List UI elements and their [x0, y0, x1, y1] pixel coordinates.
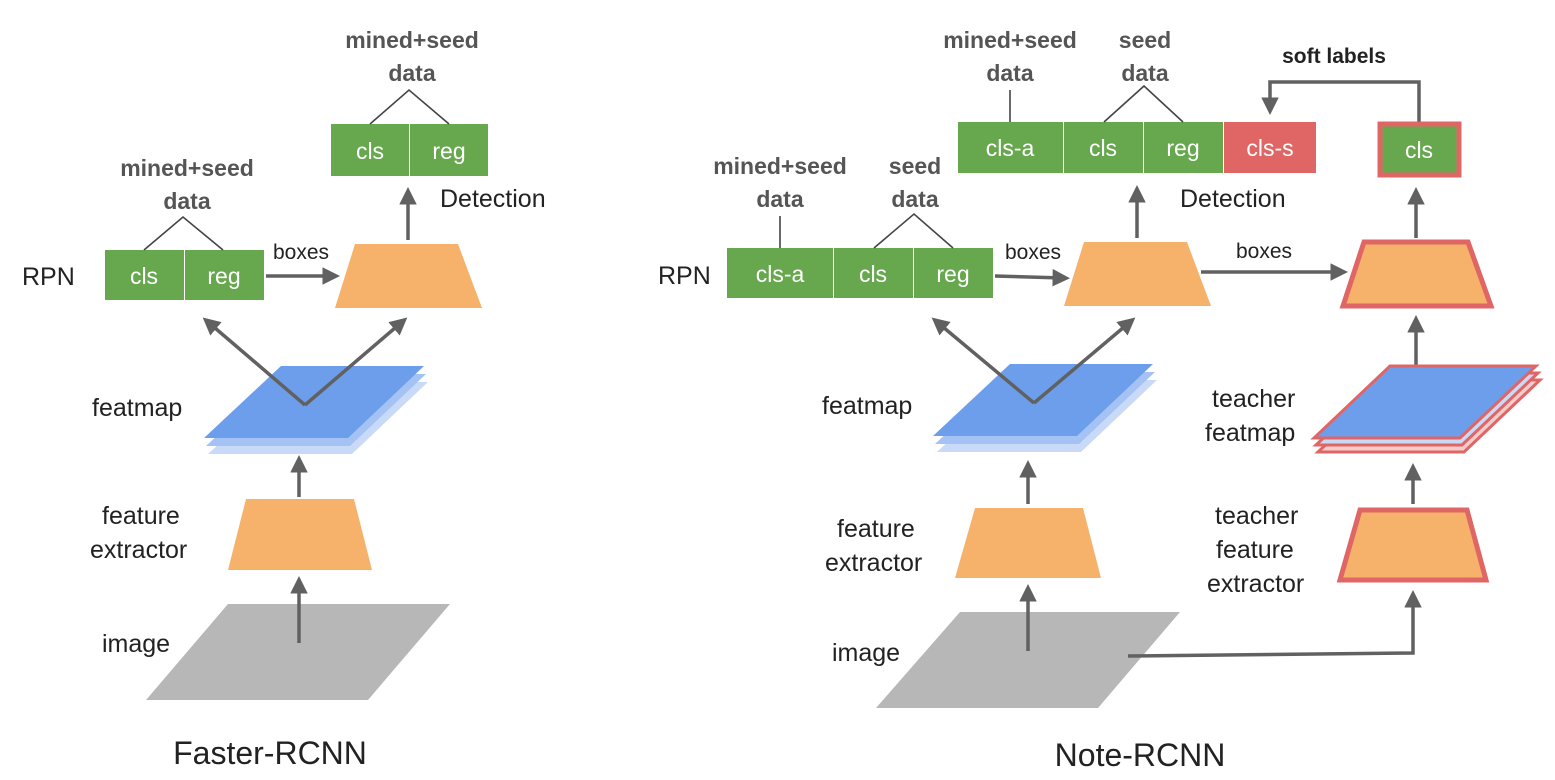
- faster-feature-label-1: feature: [102, 502, 180, 530]
- note-teacher-feature-extractor: [1336, 507, 1490, 583]
- faster-rpn-label: RPN: [22, 263, 75, 291]
- faster-rpn-data-label-2: data: [163, 188, 211, 214]
- note-det-data-a-label-1: mined+seed: [943, 27, 1077, 53]
- note-feature-label-1: feature: [837, 515, 915, 543]
- note-feature-extractor: [955, 508, 1101, 578]
- faster-rpn-reg-cell: [185, 250, 264, 300]
- faster-feature-extractor: [228, 499, 372, 570]
- faster-featmap-label: featmap: [92, 394, 182, 422]
- faster-image-label: image: [102, 630, 170, 658]
- note-detection-label: Detection: [1180, 185, 1286, 213]
- note-teacher-feature-label-2: feature: [1216, 536, 1294, 564]
- faster-det-reg-text: reg: [432, 138, 465, 164]
- faster-det-data-bracket: [369, 88, 450, 125]
- note-boxes-label-2: boxes: [1236, 240, 1292, 263]
- faster-det-cls-text: cls: [356, 138, 384, 164]
- note-det-clss-cell: [1224, 122, 1316, 173]
- faster-caption: Faster-RCNN: [173, 735, 367, 771]
- faster-feature-label-2: extractor: [90, 536, 187, 564]
- note-det-reg-text: reg: [1166, 135, 1199, 161]
- note-teacher-featmap-label-1: teacher: [1212, 385, 1295, 413]
- note-arrow-soft-labels: [1261, 80, 1421, 122]
- note-det-data-b-label-2: data: [1121, 60, 1169, 86]
- faster-det-data-label-1: mined+seed: [345, 27, 479, 53]
- note-det-clsa-text: cls-a: [986, 135, 1035, 161]
- note-featmap-stack: [933, 364, 1157, 452]
- faster-rpn-cls-cell: [105, 250, 184, 300]
- note-det-reg-cell: [1144, 122, 1223, 173]
- note-rpn-reg-cell: [914, 248, 993, 298]
- note-det-cls-text: cls: [1089, 135, 1117, 161]
- note-image-label: image: [832, 639, 900, 667]
- note-rpn-label: RPN: [658, 262, 711, 290]
- faster-det-reg-cell: [410, 124, 488, 176]
- note-det-cls-cell: [1064, 122, 1143, 173]
- note-teacher-roi-head: [1339, 239, 1495, 309]
- faster-detection-label: Detection: [440, 185, 546, 213]
- note-rpn-cls-text: cls: [859, 261, 887, 287]
- faster-det-data-label-2: data: [388, 60, 436, 86]
- faster-roi-head: [335, 244, 482, 308]
- faster-det-cls-cell: [331, 124, 409, 176]
- note-teacher-feature-label-3: extractor: [1207, 570, 1304, 598]
- note-det-data-b-bracket: [1103, 84, 1184, 123]
- faster-boxes-label: boxes: [273, 241, 329, 264]
- faster-rpn-data-bracket: [143, 215, 224, 251]
- note-arrow-image-teacher: [1127, 590, 1422, 658]
- note-arrow-featmap-rpn: [931, 317, 1036, 405]
- note-rpn-data-a-label-1: mined+seed: [713, 153, 847, 179]
- note-arrow-featmap-roi: [1032, 317, 1136, 405]
- faster-rpn-data-label-1: mined+seed: [120, 155, 254, 181]
- faster-image-plane: [146, 604, 450, 700]
- note-arrow-boxes-1: [994, 268, 1070, 287]
- note-soft-labels-label: soft labels: [1282, 45, 1386, 68]
- note-det-data-b-label-1: seed: [1119, 27, 1171, 53]
- note-teacher-featmap-stack: [1310, 364, 1544, 454]
- note-rpn-reg-text: reg: [936, 261, 969, 287]
- note-rpn-data-b-label-1: seed: [889, 153, 941, 179]
- note-rpn-clsa-text: cls-a: [756, 261, 805, 287]
- note-rpn-clsa-cell: [727, 248, 833, 298]
- note-rpn-data-b-label-2: data: [891, 186, 939, 212]
- note-det-data-a-label-2: data: [986, 60, 1034, 86]
- note-det-clss-text: cls-s: [1246, 135, 1293, 161]
- note-feature-label-2: extractor: [825, 549, 922, 577]
- faster-rcnn-diagram: image feature extractor featmap RPN cls …: [22, 27, 546, 771]
- note-rpn-data-a-label-2: data: [756, 186, 804, 212]
- note-featmap-label: featmap: [822, 392, 912, 420]
- faster-arrow-featmap-roi: [303, 317, 408, 407]
- note-rpn-data-b-bracket: [873, 212, 954, 249]
- note-rpn-cls-cell: [834, 248, 913, 298]
- note-teacher-cls-text: cls: [1405, 137, 1433, 163]
- faster-arrow-featmap-rpn: [202, 317, 307, 407]
- note-teacher-featmap-label-2: featmap: [1205, 419, 1295, 447]
- note-teacher-cls-cell: [1377, 121, 1462, 178]
- faster-rpn-reg-text: reg: [207, 263, 240, 289]
- note-image-plane: [876, 612, 1180, 708]
- note-caption: Note-RCNN: [1055, 737, 1226, 773]
- faster-featmap-stack: [204, 366, 428, 454]
- note-roi-head: [1064, 242, 1211, 306]
- note-teacher-feature-label-1: teacher: [1215, 502, 1298, 530]
- note-boxes-label-1: boxes: [1005, 241, 1061, 264]
- faster-rpn-cls-text: cls: [130, 263, 158, 289]
- note-rcnn-diagram: image feature extractor featmap RPN cls-…: [658, 27, 1544, 773]
- note-det-clsa-cell: [958, 122, 1063, 173]
